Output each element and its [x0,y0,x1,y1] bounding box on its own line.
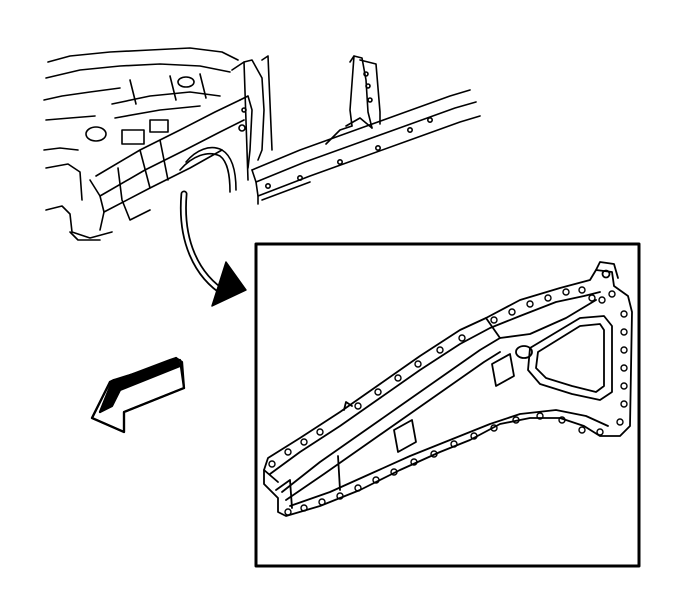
spot-welds-top [268,286,616,468]
forward-direction-arrow [90,356,186,434]
front-upper-rail-detail [263,261,633,517]
callout-arrow [179,190,247,307]
spot-welds-bottom [284,412,604,516]
spot-welds-right [616,310,628,426]
vehicle-body-overview [43,47,481,241]
